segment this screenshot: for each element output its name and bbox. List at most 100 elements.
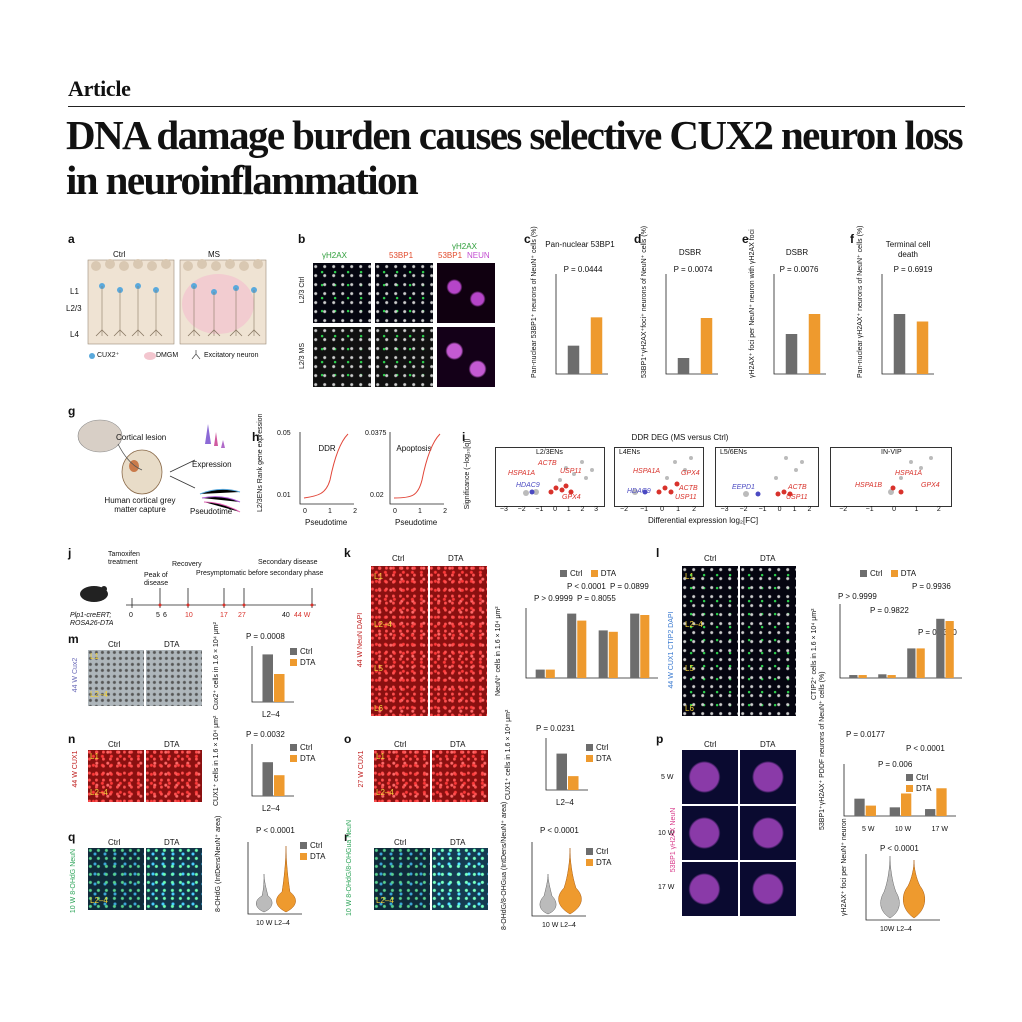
l-layer-l24: L2–4 <box>685 620 703 629</box>
r-violin-ctrl <box>539 873 557 915</box>
m-col-dta: DTA <box>164 640 180 649</box>
micrograph-q-ctrl <box>88 848 144 910</box>
pseudotime-label: Pseudotime <box>190 507 233 516</box>
micrograph-b-ctrl-1 <box>313 263 371 323</box>
bar-l-L5-Ctrl <box>907 648 916 678</box>
micrograph-b-ctrl-2 <box>375 263 433 323</box>
p-p1: P = 0.0177 <box>846 730 885 739</box>
h-apop-ybot: 0.02 <box>370 492 384 499</box>
panel-i-ylabel: Significance (−log₁₀[q]) <box>464 438 471 510</box>
panel-label-k: k <box>344 546 351 560</box>
panel-h-title-ddr: DDR <box>318 444 336 453</box>
col-merge-53bp1: 53BP1 <box>438 251 463 260</box>
n-pvalue: P = 0.0032 <box>246 730 285 739</box>
q-violin-chart <box>247 842 302 915</box>
micrograph-b-ctrl-3 <box>437 263 495 323</box>
bar-d-Ctrl <box>677 358 690 374</box>
o-category: L2–4 <box>556 798 574 807</box>
bar-d-MS <box>700 318 713 374</box>
tick-17: 17 <box>220 612 228 619</box>
panel-label-r: r <box>344 830 349 844</box>
m-layer-l24: L2–4 <box>90 690 108 699</box>
q-col-dta: DTA <box>164 838 180 847</box>
p-violin-category: 10W L2–4 <box>880 926 912 933</box>
n-category: L2–4 <box>262 804 280 813</box>
q-col-ctrl: Ctrl <box>108 838 121 847</box>
panel-c-ylabel: Pan-nuclear 53BP1⁺ neurons of NeuN⁺ cell… <box>531 226 538 378</box>
bar-l-L1-DTA <box>858 675 867 678</box>
bar-m-L2–4-Ctrl <box>262 654 273 702</box>
tick-10: 10 <box>185 612 193 619</box>
h-apop-ytop: 0.0375 <box>365 430 387 437</box>
l-col-dta: DTA <box>760 554 776 563</box>
n-ylabel: CUX1⁺ cells in 1.6 × 10⁴ μm² <box>213 715 220 806</box>
gene-gpx4-4: GPX4 <box>921 482 940 489</box>
neuron-legend-icon <box>191 350 201 360</box>
gene-actb-1: ACTB <box>538 460 557 467</box>
panel-label-d: d <box>634 232 642 246</box>
volcano-invip: IN-VIP HSPA1A HSPA1B GPX4 <box>830 447 952 507</box>
l-layer-l1: L1 <box>685 572 694 581</box>
gene-hdac9-1: HDAC9 <box>516 482 540 489</box>
volcano-l23: L2/3ENs ACTB USP11 HSPA1A GPX4 HDAC9 <box>495 447 605 507</box>
k-stain: 44 W NeuN DAPI <box>357 612 364 668</box>
bar-k-L2–4-DTA <box>577 620 587 678</box>
bar-k-L2–4-Ctrl <box>567 613 577 678</box>
bar-e-MS <box>808 314 821 374</box>
panel-label-b: b <box>298 232 306 246</box>
r-violin-dta <box>558 847 582 915</box>
k-p1: P > 0.9999 <box>534 594 573 603</box>
gene-gpx4-1: GPX4 <box>562 494 581 501</box>
p-stain: 53BP1 γH2AX NeuN <box>670 807 677 873</box>
p-row-17w: 17 W <box>658 884 675 891</box>
layer-l23: L2/3 <box>66 304 82 313</box>
legend-excitatory: Excitatory neuron <box>204 352 259 359</box>
bar-l-L5-DTA <box>916 648 925 678</box>
bar-e-Ctrl <box>785 334 798 374</box>
micrograph-n-ctrl <box>88 750 144 802</box>
schematic-ms-label: MS <box>208 250 220 259</box>
event-recovery: Recovery <box>172 561 202 568</box>
axis-f <box>881 274 934 375</box>
gene-hdac9-2: HDAC9 <box>627 488 651 495</box>
schematic-ctrl-label: Ctrl <box>113 250 126 259</box>
l-chart <box>839 604 962 679</box>
micrograph-b-ms-1 <box>313 327 371 387</box>
micrograph-l-ctrl <box>682 566 738 716</box>
h-ddr-plot <box>299 432 354 505</box>
volcano-l56-title: L5/6ENs <box>720 449 747 456</box>
l-legend: Ctrl DTA <box>860 569 916 578</box>
volcano-l23-title: L2/3ENs <box>536 449 563 456</box>
tick-40: 40 <box>282 612 290 619</box>
volcano-l4-title: L4ENs <box>619 449 641 456</box>
tick-6: 6 <box>163 612 167 619</box>
panel-d-ylabel: 53BP1⁺γH2AX⁺foci⁺ neurons of NeuN⁺ cells… <box>641 225 648 378</box>
r-layer: L2–4 <box>376 896 394 905</box>
gene-actb-2: ACTB <box>679 485 698 492</box>
axis-e <box>773 274 826 375</box>
o-col-dta: DTA <box>450 740 466 749</box>
m-category: L2–4 <box>262 710 280 719</box>
k-layer-l5: L5 <box>374 664 383 673</box>
p-violin-pvalue: P < 0.0001 <box>880 844 919 853</box>
panel-i-title: DDR DEG (MS versus Ctrl) <box>631 433 729 442</box>
panel-c-pvalue: P = 0.0444 <box>563 265 603 274</box>
panel-d-chart <box>665 274 718 375</box>
section-label: Article <box>68 76 131 101</box>
micrograph-p-ctrl-5w <box>682 750 738 804</box>
panel-c-title: Pan-nuclear 53BP1 <box>545 240 615 249</box>
gene-usp11-1: USP11 <box>560 468 582 475</box>
n-col-ctrl: Ctrl <box>108 740 121 749</box>
panel-d-title: DSBR <box>678 248 702 257</box>
panel-label-g: g <box>68 404 76 418</box>
article-title: DNA damage burden causes selective CUX2 … <box>66 112 964 203</box>
gene-hspa1b: HSPA1B <box>855 482 883 489</box>
dmgm-legend-swatch <box>144 352 156 360</box>
axis-d <box>665 274 718 375</box>
row-label-ms: L2/3 MS <box>299 342 306 370</box>
panel-label-o: o <box>344 732 352 746</box>
